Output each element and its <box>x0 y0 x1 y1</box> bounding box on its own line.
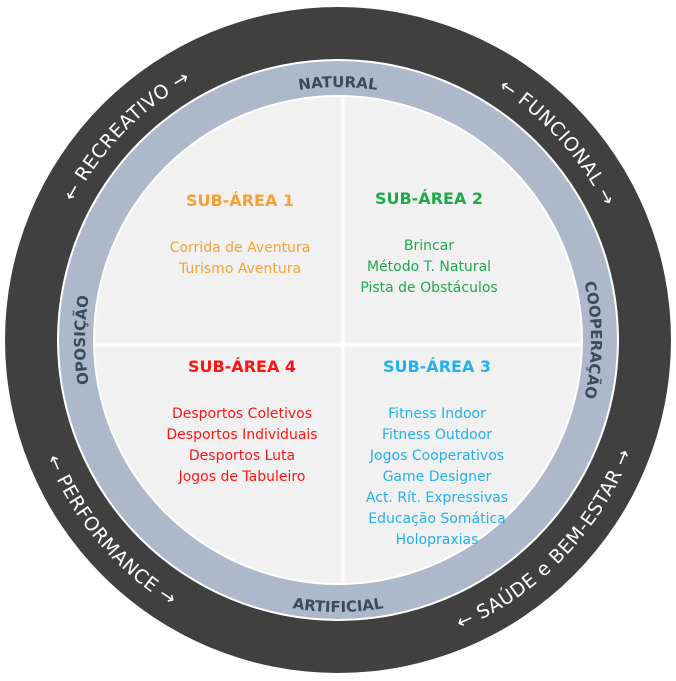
list-item: Corrida de Aventura <box>169 240 311 256</box>
sub-area-title: SUB-ÁREA 2 <box>374 189 484 208</box>
list-item: Jogos Cooperativos <box>369 448 505 464</box>
list-item: Desportos Luta <box>188 448 296 464</box>
list-item: Desportos Individuais <box>166 427 318 443</box>
label-oposicao: OPOSIÇÃO <box>71 294 93 386</box>
list-item: Brincar <box>403 238 455 254</box>
inner-circle <box>95 97 581 583</box>
sub-area-4: SUB-ÁREA 4 Desportos Coletivos Desportos… <box>142 357 342 488</box>
list-item: Fitness Indoor <box>388 406 486 422</box>
label-artificial: ARTIFICIAL <box>292 594 385 616</box>
list-item: Educação Somática <box>368 511 506 527</box>
list-item: Act. Rít. Expressivas <box>365 490 509 506</box>
list-item: Game Designer <box>382 469 492 485</box>
list-item: Turismo Aventura <box>178 261 302 277</box>
label-natural: NATURAL <box>297 73 379 94</box>
sub-area-3: SUB-ÁREA 3 Fitness Indoor Fitness Outdoo… <box>337 357 537 551</box>
sub-area-1: SUB-ÁREA 1 Corrida de Aventura Turismo A… <box>140 191 340 280</box>
list-item: Método T. Natural <box>366 259 492 275</box>
list-item: Fitness Outdoor <box>381 427 493 443</box>
sub-area-2: SUB-ÁREA 2 Brincar Método T. Natural Pis… <box>329 189 529 299</box>
sub-area-title: SUB-ÁREA 1 <box>185 191 295 210</box>
sub-area-title: SUB-ÁREA 4 <box>187 357 297 376</box>
list-item: Pista de Obstáculos <box>360 280 498 296</box>
sub-area-title: SUB-ÁREA 3 <box>382 357 492 376</box>
list-item: Desportos Coletivos <box>171 406 313 422</box>
list-item: Holopraxias <box>395 532 479 548</box>
list-item: Jogos de Tabuleiro <box>178 469 306 485</box>
